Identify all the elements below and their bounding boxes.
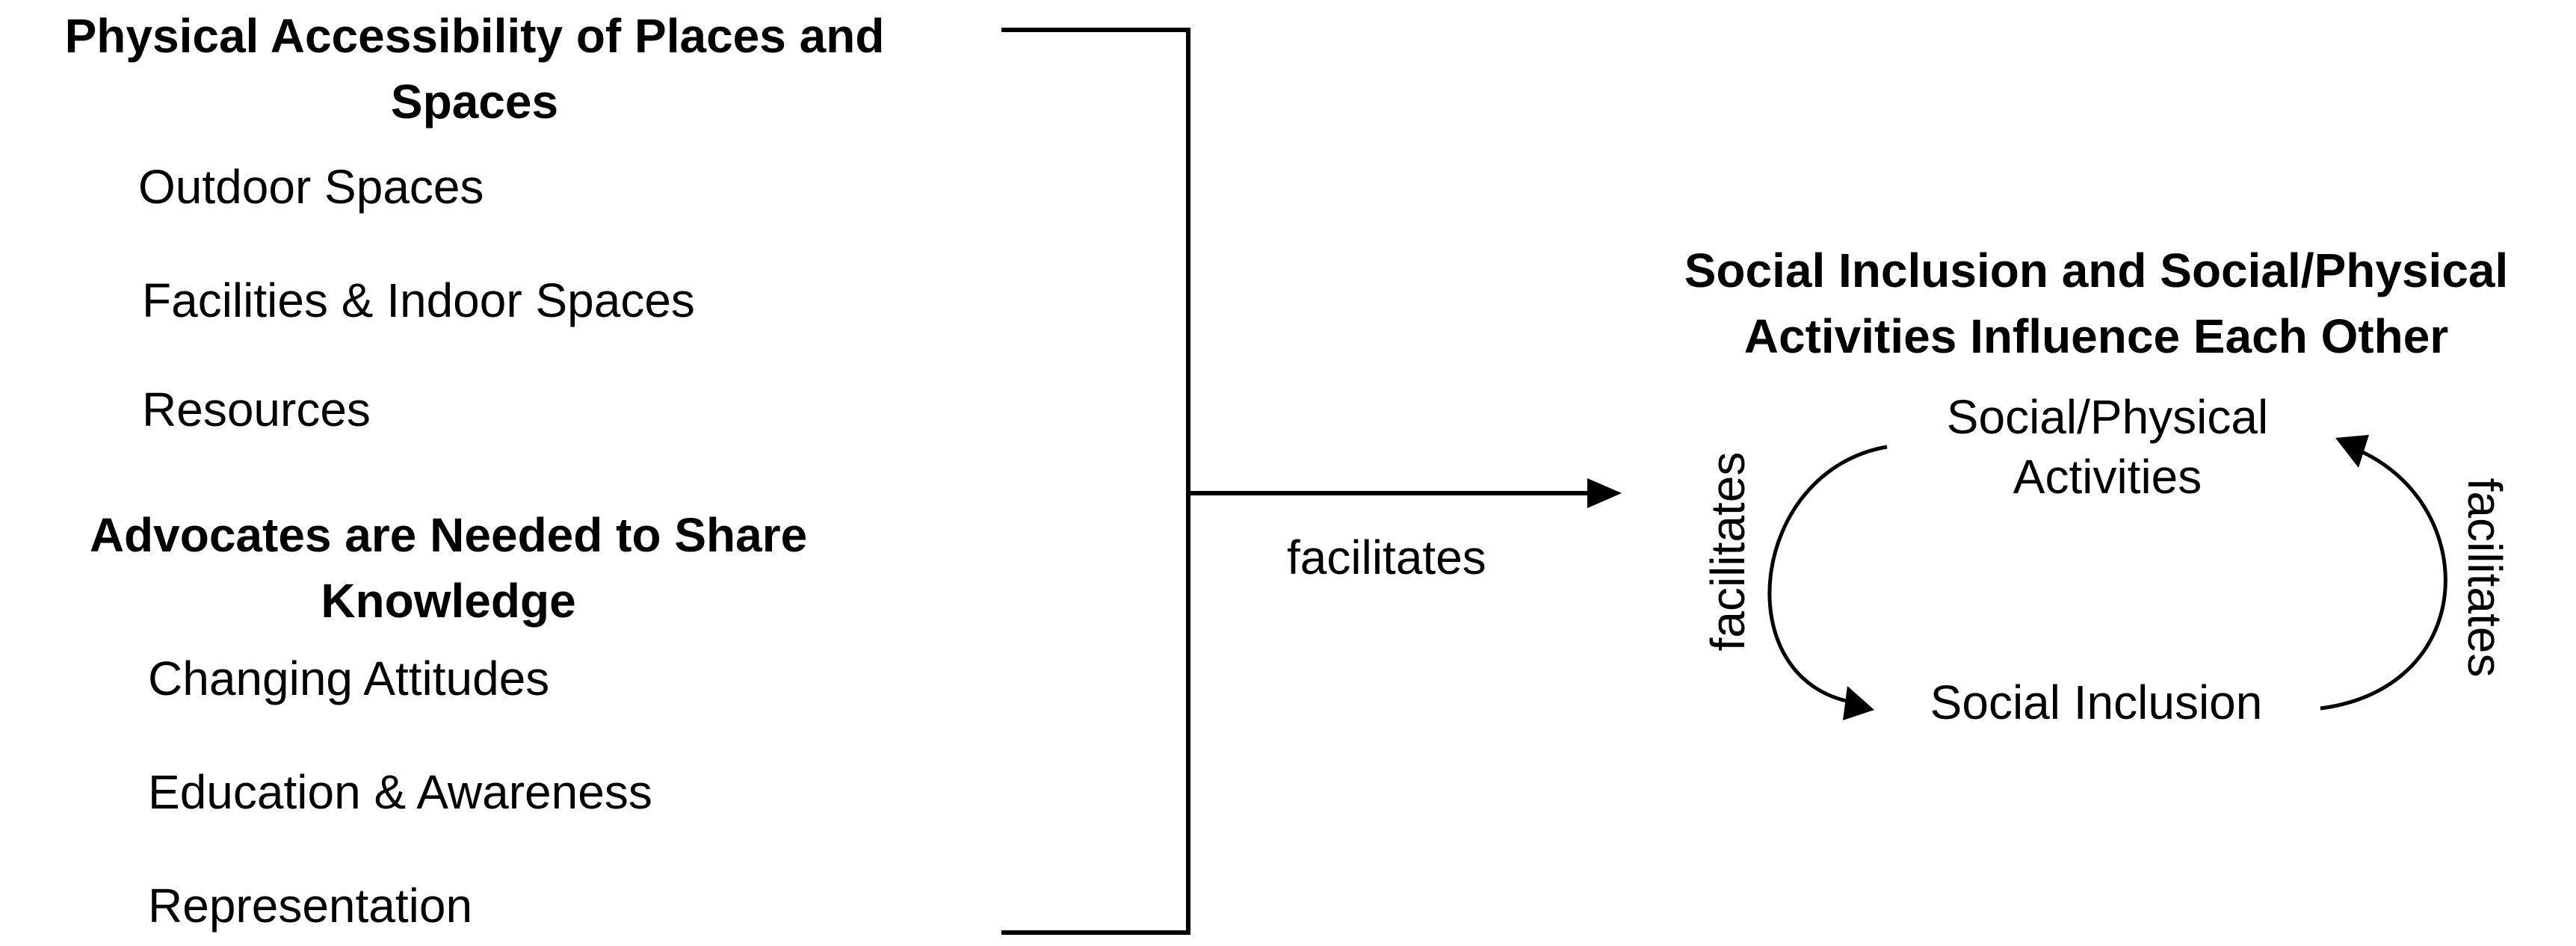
list-item-representation: Representation [148, 879, 473, 933]
cycle-node-top-line2: Activities [2013, 450, 2202, 504]
list-item-education-awareness: Education & Awareness [148, 765, 652, 819]
list-item-resources: Resources [142, 383, 371, 436]
group1-heading-line2: Spaces [390, 75, 559, 129]
group1-heading: Physical Accessibility of Places and Spa… [7, 3, 942, 135]
bracket-line [1001, 28, 1190, 935]
group2-heading: Advocates are Needed to Share Knowledge [0, 502, 897, 634]
right-heading-line2: Activities Influence Each Other [1743, 309, 2449, 363]
cycle-node-top-line1: Social/Physical [1946, 390, 2269, 444]
group1-heading-line1: Physical Accessibility of Places and [64, 9, 885, 63]
cycle-arc-left [1767, 445, 1888, 705]
cycle-arc-right [2320, 446, 2447, 711]
list-item-changing-attitudes: Changing Attitudes [148, 652, 550, 705]
list-item-facilities-indoor: Facilities & Indoor Spaces [142, 273, 695, 327]
list-item-outdoor-spaces: Outdoor Spaces [138, 160, 484, 214]
cycle-label-left: facilitates [1701, 451, 1755, 652]
group2-heading-line2: Knowledge [321, 574, 576, 628]
cycle-node-social-physical-activities: Social/Physical Activities [1891, 387, 2324, 507]
cycle-arrow-head-right [2335, 435, 2369, 468]
facilitates-label: facilitates [1287, 531, 1486, 584]
facilitates-arrow-head [1587, 478, 1622, 508]
cycle-node-social-inclusion: Social Inclusion [1930, 676, 2263, 729]
right-heading-line1: Social Inclusion and Social/Physical [1684, 244, 2509, 297]
right-heading: Social Inclusion and Social/Physical Act… [1622, 238, 2571, 369]
cycle-label-right: facilitates [2458, 477, 2512, 678]
cycle-arrow-head-left [1843, 686, 1874, 720]
group2-heading-line1: Advocates are Needed to Share [89, 508, 808, 562]
